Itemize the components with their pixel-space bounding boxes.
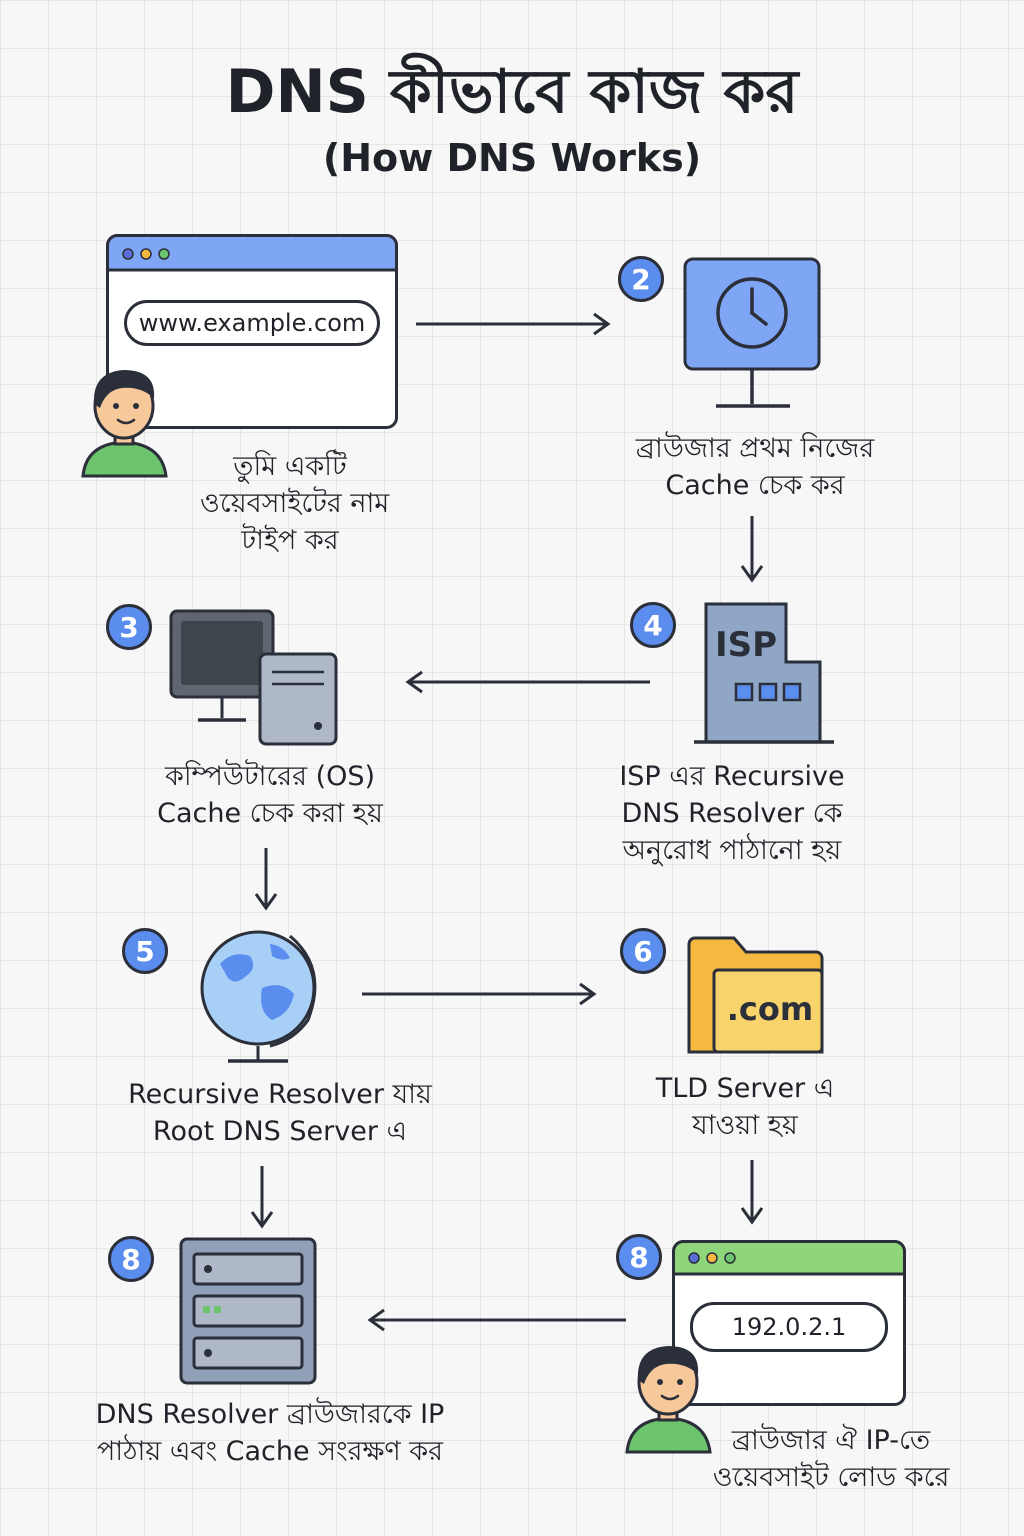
step-3-caption: কম্পিউটারের (OS) Cache চেক করা হয় xyxy=(157,761,383,829)
url-text: www.example.com xyxy=(138,309,366,337)
folder-label: .com xyxy=(727,990,813,1028)
url-bar: www.example.com xyxy=(124,300,380,346)
step-4-badge: 4 xyxy=(630,602,676,648)
arrow-icon xyxy=(416,312,611,336)
isp-label: ISP xyxy=(715,625,777,665)
arrow-icon xyxy=(250,1166,274,1229)
step-7-caption: DNS Resolver ব্রাউজারকে IP পাঠায় এবং Ca… xyxy=(95,1399,445,1467)
arrow-icon xyxy=(367,1308,626,1332)
person-icon xyxy=(625,1346,712,1454)
step-2-badge: 2 xyxy=(618,256,664,302)
step-8-caption: ব্রাউজার ঐ IP-তে ওয়েবসাইট লোড করে xyxy=(712,1425,950,1493)
step-4: 4 ISP ISP এর Recursive DNS Resolver কে অ… xyxy=(600,592,900,872)
step-7-server: 8 DNS Resolver ব্রাউজারকে IP পাঠায় এবং … xyxy=(80,1232,480,1492)
step-1-caption: তুমি একটি ওয়েবসাইটের নাম টাইপ কর xyxy=(200,451,390,556)
step-5: 5 Recursive Resolver যায় Root DNS Serve… xyxy=(100,920,460,1160)
step-3-badge: 3 xyxy=(106,604,152,650)
ip-address-text: 192.0.2.1 xyxy=(731,1313,847,1341)
step-5-badge: 5 xyxy=(122,928,168,974)
step-2: 2 ব্রাউজার প্রথম নিজের Cache চেক কর xyxy=(600,240,900,510)
ip-address-bar: 192.0.2.1 xyxy=(690,1302,888,1352)
step-3: 3 কম্পিউটারের (OS) Cache চেক করা হয় xyxy=(100,596,400,846)
step-5-caption: Recursive Resolver যায় Root DNS Server … xyxy=(128,1079,432,1147)
step-4-caption: ISP এর Recursive DNS Resolver কে অনুরোধ … xyxy=(619,761,845,866)
page-subtitle: (How DNS Works) xyxy=(322,136,702,180)
folder-icon: .com xyxy=(687,936,824,1054)
step-1: www.example.com তুমি একটি ওয়েবসাইটের না… xyxy=(80,232,410,562)
step-8-badge: 8 xyxy=(616,1234,662,1280)
step-8-browser: 8 192.0.2.1 ব্রাউজার ঐ IP-তে ওয়েবসাইট ল… xyxy=(608,1234,968,1504)
arrow-icon xyxy=(740,516,764,583)
arrow-icon xyxy=(362,982,597,1006)
server-rack-icon xyxy=(179,1237,317,1385)
step-6-caption: TLD Server এ যাওয়া হয় xyxy=(655,1073,835,1141)
arrow-icon xyxy=(405,670,650,694)
isp-building-icon: ISP xyxy=(694,602,834,744)
person-icon xyxy=(81,370,168,478)
monitor-clock-icon xyxy=(683,257,821,408)
globe-icon xyxy=(200,930,317,1063)
arrow-icon xyxy=(740,1160,764,1225)
step-7-badge: 8 xyxy=(108,1236,154,1282)
arrow-icon xyxy=(254,848,278,911)
step-6-badge: 6 xyxy=(620,928,666,974)
step-6: 6 .com TLD Server এ যাওয়া হয় xyxy=(600,920,900,1160)
step-2-caption: ব্রাউজার প্রথম নিজের Cache চেক কর xyxy=(635,433,875,501)
page-title: DNS কীভাবে কাজ কর xyxy=(225,57,799,127)
computer-tower-icon xyxy=(169,609,338,746)
